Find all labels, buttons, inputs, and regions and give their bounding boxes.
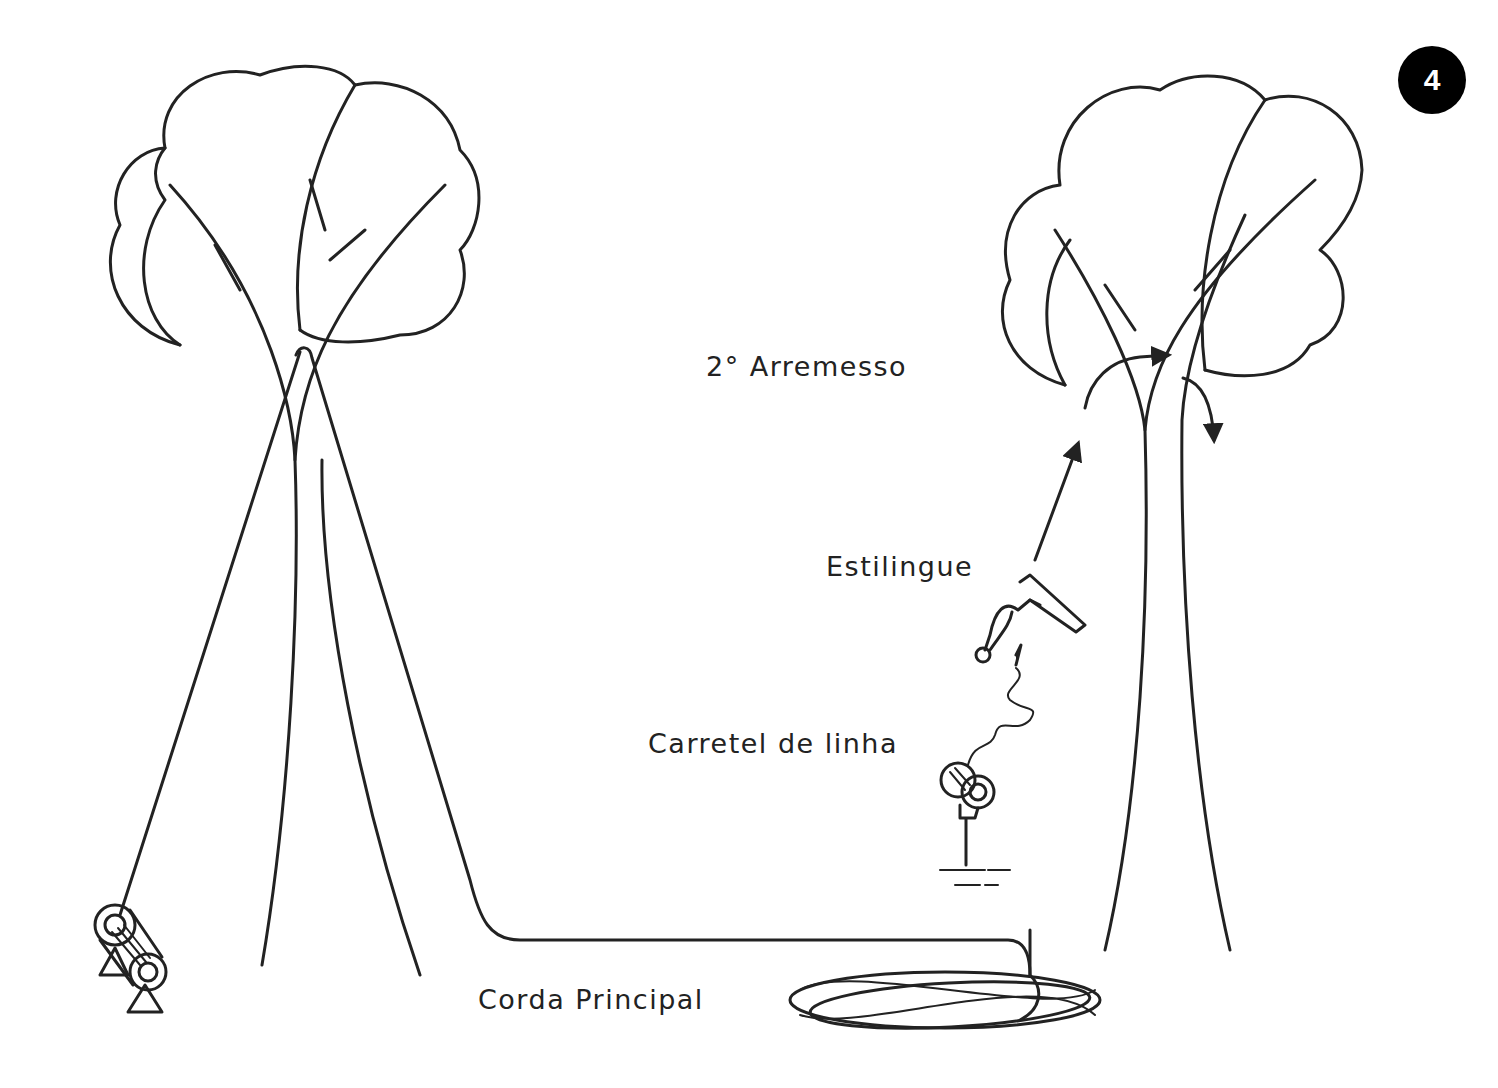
throw-label: 2° Arremesso — [706, 351, 907, 383]
part-label: Corda Principal — [478, 984, 704, 1016]
step-badge: 4 — [1398, 46, 1466, 114]
callout-number: 4 — [1424, 63, 1441, 97]
part-label: Carretel de linha — [648, 728, 898, 760]
part-label: Estilingue — [826, 551, 973, 583]
